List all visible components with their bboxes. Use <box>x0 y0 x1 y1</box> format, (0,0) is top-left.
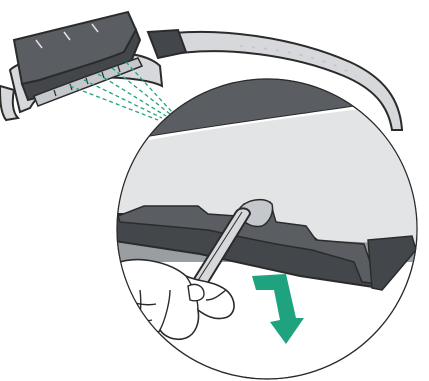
zoom-detail <box>100 60 429 379</box>
earcup <box>0 12 162 120</box>
headband-clamp <box>148 30 186 58</box>
